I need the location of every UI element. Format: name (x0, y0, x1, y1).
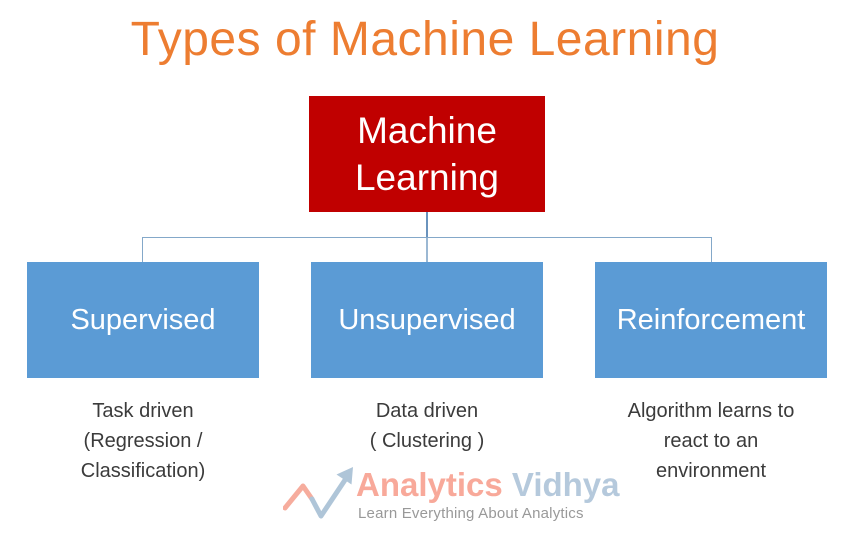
logo-brand-secondary: Vidhya (511, 466, 620, 503)
type-box-label: Reinforcement (616, 304, 806, 336)
logo-brand-primary: Analytics (356, 466, 503, 503)
description-reinforcement: Algorithm learns to react to an environm… (595, 396, 827, 486)
description-line: react to an (663, 430, 759, 452)
analytics-vidhya-logo: Analytics Vidhya Learn Everything About … (283, 462, 620, 532)
logo-tagline: Learn Everything About Analytics (358, 505, 584, 522)
logo-wordmark: Analytics Vidhya (356, 466, 620, 504)
root-node-label: Machine Learning (354, 110, 499, 198)
page-title: Types of Machine Learning (130, 13, 720, 66)
type-box-label: Supervised (70, 304, 216, 336)
type-box-supervised: Supervised (27, 262, 259, 378)
description-line: Algorithm learns to (627, 400, 795, 422)
description-unsupervised: Data driven ( Clustering ) (311, 396, 543, 456)
description-supervised: Task driven (Regression / Classification… (27, 396, 259, 486)
connector-stub-reinforcement (711, 238, 712, 262)
connector-horizontal (142, 237, 712, 238)
trend-arrow-icon (283, 467, 353, 519)
connector-root-stub (426, 212, 428, 238)
type-box-label: Unsupervised (338, 304, 516, 336)
connector-stub-supervised (142, 238, 143, 262)
description-line: (Regression / (83, 430, 203, 452)
root-node-machine-learning: Machine Learning (309, 96, 545, 212)
description-line: Task driven (92, 400, 194, 422)
connector-stub-unsupervised (426, 238, 428, 262)
type-box-unsupervised: Unsupervised (311, 262, 543, 378)
description-line: environment (655, 460, 767, 482)
type-box-reinforcement: Reinforcement (595, 262, 827, 378)
description-line: ( Clustering ) (369, 430, 485, 452)
description-line: Classification) (80, 460, 206, 482)
description-line: Data driven (375, 400, 479, 422)
